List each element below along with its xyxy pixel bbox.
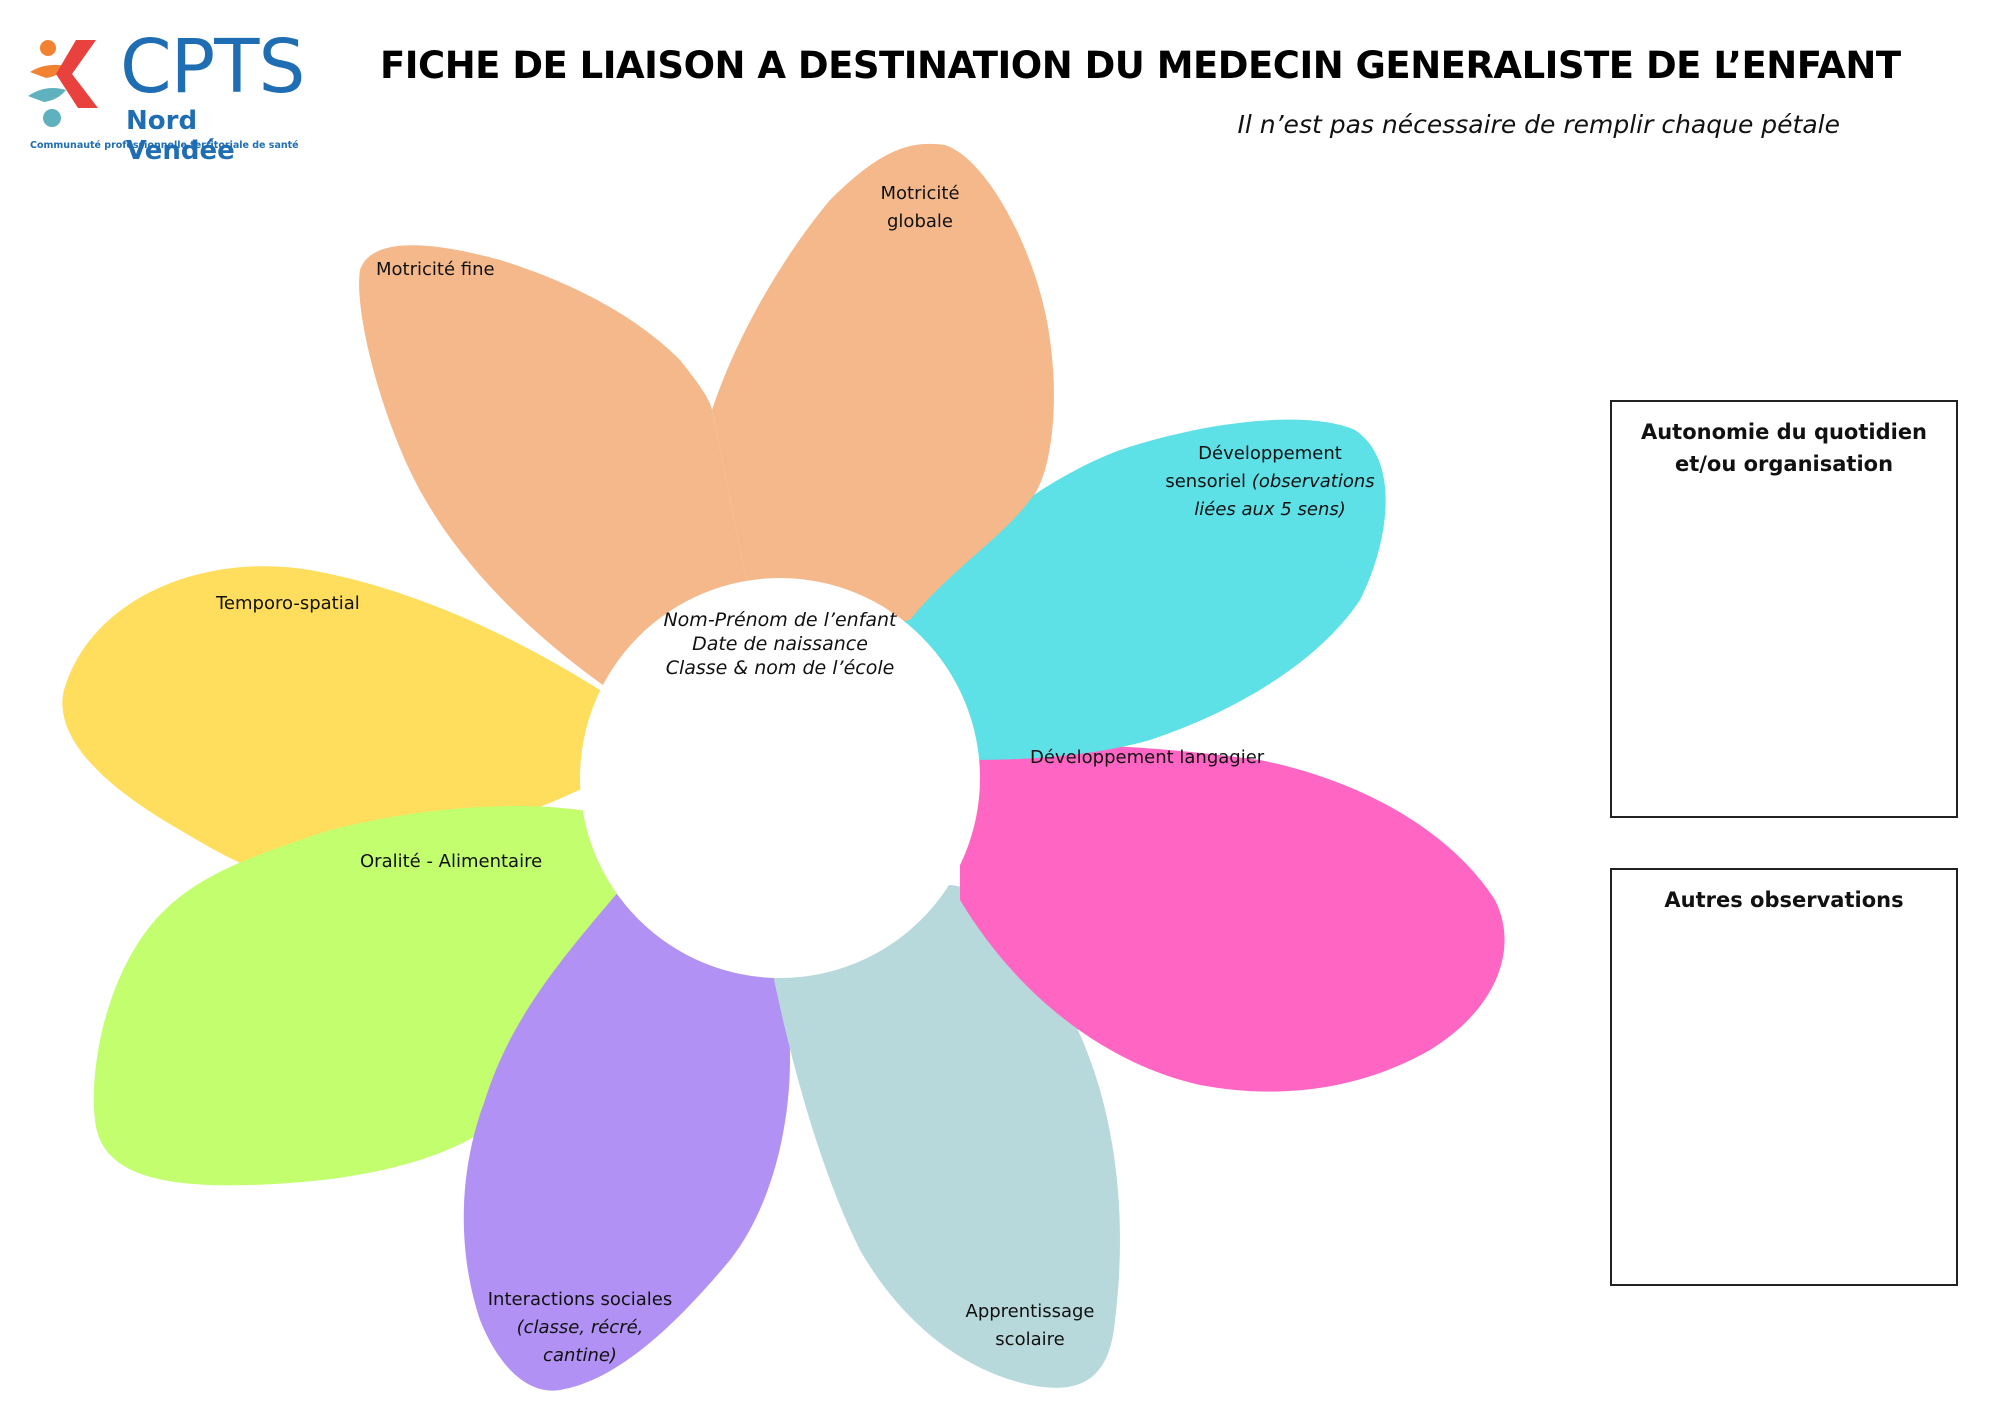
petal-temporo-spatial[interactable] xyxy=(62,566,601,880)
child-identity-text: Nom-Prénom de l’enfant Date de naissance… xyxy=(580,608,980,680)
logo-region: Nord Vendée xyxy=(126,106,235,166)
logo-name: CPTS xyxy=(120,24,305,110)
interactions-line1: Interactions sociales xyxy=(487,1289,673,1310)
motricite-globale-line1: Motricité xyxy=(880,183,960,204)
motricite-globale-line2: globale xyxy=(887,211,953,232)
cpts-logo: CPTS Nord Vendée Communauté professionne… xyxy=(26,24,306,166)
sensoriel-line2b: (observations xyxy=(1251,471,1375,492)
petal-interactions-sociales[interactable] xyxy=(463,888,790,1391)
birth-date-label: Date de naissance xyxy=(692,633,868,655)
logo-tagline: Communauté professionnelle territoriale … xyxy=(30,140,299,151)
sensoriel-line3: liées aux 5 sens) xyxy=(1194,499,1346,520)
autres-observations-box[interactable]: Autres observations xyxy=(1610,868,1958,1286)
petal-label-sensoriel: Développement sensoriel (observations li… xyxy=(1160,440,1380,524)
petal-label-motricite-fine: Motricité fine xyxy=(376,259,495,280)
scolaire-line1: Apprentissage xyxy=(965,1301,1095,1322)
petal-label-temporo: Temporo-spatial xyxy=(216,593,360,614)
petal-motricite-fine[interactable] xyxy=(359,245,760,690)
petal-developpement-langagier[interactable] xyxy=(960,744,1505,1092)
petal-label-motricite-globale: Motricité globale xyxy=(860,180,980,236)
child-name-label: Nom-Prénom de l’enfant xyxy=(663,609,897,631)
autonomie-box-title: Autonomie du quotidien et/ou organisatio… xyxy=(1640,420,1928,476)
autonomie-box[interactable]: Autonomie du quotidien et/ou organisatio… xyxy=(1610,400,1958,818)
petal-label-oralite: Oralité - Alimentaire xyxy=(360,851,543,872)
autres-observations-title: Autres observations xyxy=(1664,888,1904,912)
petal-motricite-globale[interactable] xyxy=(712,143,1054,650)
interactions-line3: cantine) xyxy=(543,1345,617,1366)
sensoriel-line1: Développement xyxy=(1198,443,1342,464)
page-title: FICHE DE LIAISON A DESTINATION DU MEDECI… xyxy=(380,44,1901,87)
petal-label-langagier: Développement langagier xyxy=(1030,747,1265,768)
petal-label-interactions: Interactions sociales (classe, récré, ca… xyxy=(480,1286,680,1370)
class-school-label: Classe & nom de l’école xyxy=(665,657,895,679)
page-subtitle: Il n’est pas nécessaire de remplir chaqu… xyxy=(1237,110,1841,139)
interactions-line2: (classe, récré, xyxy=(516,1317,644,1338)
scolaire-line2: scolaire xyxy=(995,1329,1065,1350)
flower-center[interactable] xyxy=(580,578,980,978)
logo-figures-icon xyxy=(28,40,98,127)
petal-apprentissage-scolaire[interactable] xyxy=(770,884,1120,1388)
sensoriel-line2a: sensoriel xyxy=(1165,471,1247,492)
petal-label-scolaire: Apprentissage scolaire xyxy=(960,1298,1100,1354)
